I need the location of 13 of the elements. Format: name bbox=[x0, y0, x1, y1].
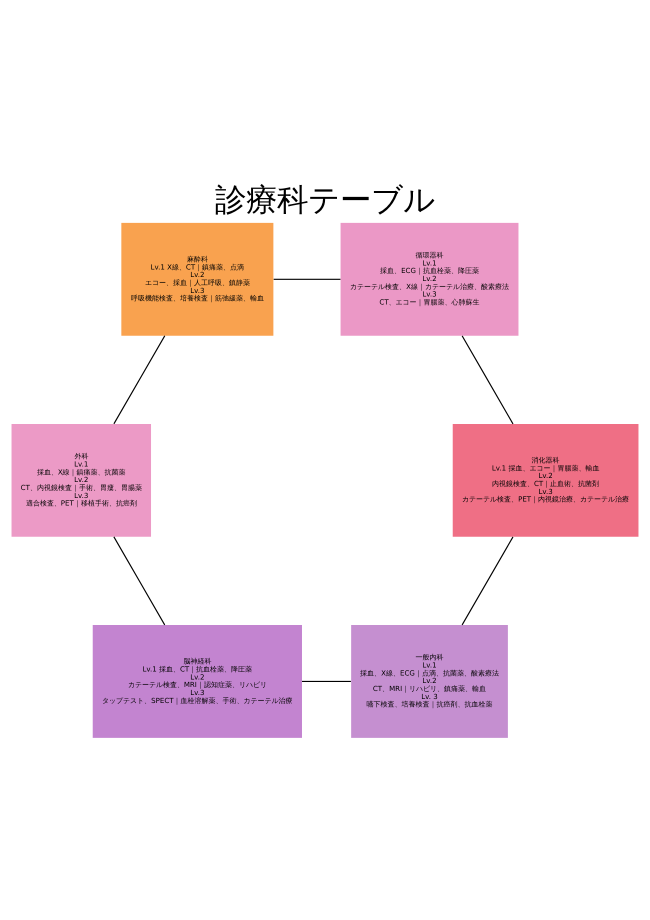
connector bbox=[302, 680, 351, 682]
connector bbox=[462, 336, 514, 424]
node-box: 麻酔科 Lv.1 X線、CT｜鎮痛薬、点滴 Lv.2 エコー、採血｜人工呼吸、鎮静薬 Lv.3 呼吸機能検査、培養検査｜筋弛緩薬、輸血 bbox=[121, 222, 274, 336]
connector bbox=[113, 336, 166, 424]
node-box: 脳神経科 Lv.1 採血、CT｜抗血栓薬、降圧薬 Lv.2 カテーテル検査、MRI｜認知症薬、リハビリ Lv.3 タップテスト、SPECT｜血栓溶解薬、手術、カテーテル治療 bbox=[92, 625, 302, 738]
connector bbox=[462, 536, 514, 626]
connector bbox=[274, 278, 340, 280]
diagram-title: 診療科テーブル bbox=[215, 182, 435, 218]
node-box: 消化器科 Lv.1 採血、エコー｜胃腸薬、輸血 Lv.2 内視鏡検査、CT｜止血術、抗菌剤 Lv.3 カテーテル検査、PET｜内視鏡治療、カテーテル治療 bbox=[452, 424, 638, 537]
connector bbox=[113, 536, 166, 626]
node-box: 外科 Lv.1 採血、X線｜鎮痛薬、抗菌薬 Lv.2 CT、内視鏡検査｜手術、胃瘻、胃腸薬 Lv.3 適合検査、PET｜移植手術、抗癌剤 bbox=[12, 424, 152, 537]
node-box: 循環器科 Lv.1 採血、ECG｜抗血栓薬、降圧薬 Lv.2 カテーテル検査、X線｜カテーテル治療、酸素療法 Lv.3 CT、エコー｜胃腸薬、心肺蘇生 bbox=[340, 222, 518, 336]
node-box: 一般内科 Lv.1 採血、X線、ECG｜点滴、抗菌薬、酸素療法 Lv.2 CT、MRI｜リハビリ、鎮痛薬、輸血 Lv. 3 嚥下検査、培養検査｜抗癌剤、抗血栓薬 bbox=[351, 625, 508, 738]
